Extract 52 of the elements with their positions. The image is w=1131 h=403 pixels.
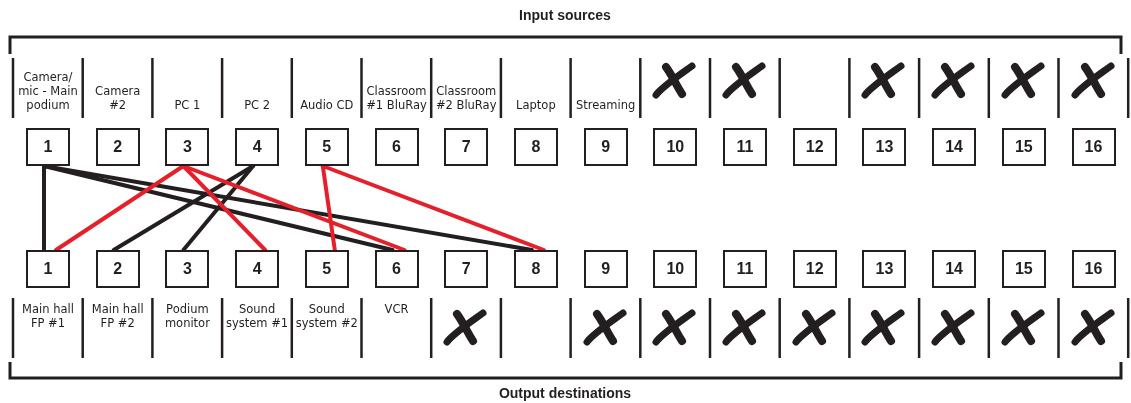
- port-box: 2: [95, 250, 140, 288]
- port-box: 10: [653, 250, 698, 288]
- destination-label: Main hall FP #2: [90, 302, 145, 330]
- port-box: 11: [723, 128, 767, 166]
- port-box: 13: [862, 128, 907, 166]
- destination-label: Sound system #1: [225, 302, 290, 330]
- port-box: 12: [792, 250, 837, 288]
- connector-line: [54, 164, 186, 252]
- connector-line: [42, 164, 46, 252]
- port-box: 15: [1001, 128, 1046, 166]
- port-box: 1: [26, 128, 70, 166]
- source-label: Classroom #1 BluRay: [365, 84, 428, 112]
- port-box: 10: [653, 128, 698, 166]
- destination-label: VCR: [383, 302, 410, 316]
- port-box: 8: [513, 250, 558, 288]
- source-label: Classroom #2 BluRay: [434, 84, 498, 112]
- destination-label: Podium monitor: [163, 302, 211, 330]
- port-box: 9: [583, 128, 628, 166]
- destination-label: Main hall FP #1: [21, 302, 75, 330]
- port-box: 12: [792, 128, 837, 166]
- port-box: 2: [95, 128, 140, 166]
- port-box: 5: [304, 250, 349, 288]
- port-box: 9: [583, 250, 628, 288]
- source-label: Camera/ mic - Main podium: [17, 70, 79, 112]
- port-box: 4: [235, 250, 280, 288]
- port-box: 3: [165, 128, 210, 166]
- port-box: 4: [235, 128, 280, 166]
- port-box: 14: [932, 128, 977, 166]
- port-box: 7: [444, 128, 489, 166]
- port-box: 3: [165, 250, 210, 288]
- source-label: PC 1: [173, 98, 202, 112]
- port-box: 14: [932, 250, 977, 288]
- source-label: Streaming: [574, 98, 637, 112]
- group-heading: Input sources: [519, 7, 611, 23]
- port-box: 5: [304, 128, 349, 166]
- source-label: Camera #2: [94, 84, 142, 112]
- destination-label: Sound system #2: [294, 302, 359, 330]
- port-box: 8: [513, 128, 558, 166]
- connector-line: [320, 164, 337, 252]
- port-box: 6: [374, 128, 419, 166]
- port-box: 7: [444, 250, 489, 288]
- source-label: Laptop: [515, 98, 557, 112]
- port-box: 16: [1071, 250, 1116, 288]
- port-box: 13: [862, 250, 907, 288]
- port-box: 11: [723, 250, 767, 288]
- port-box: 1: [26, 250, 70, 288]
- group-heading: Output destinations: [498, 385, 632, 401]
- port-box: 16: [1071, 128, 1116, 166]
- port-box: 6: [374, 250, 419, 288]
- source-label: Audio CD: [299, 98, 355, 112]
- port-box: 15: [1001, 250, 1046, 288]
- source-label: PC 2: [243, 98, 272, 112]
